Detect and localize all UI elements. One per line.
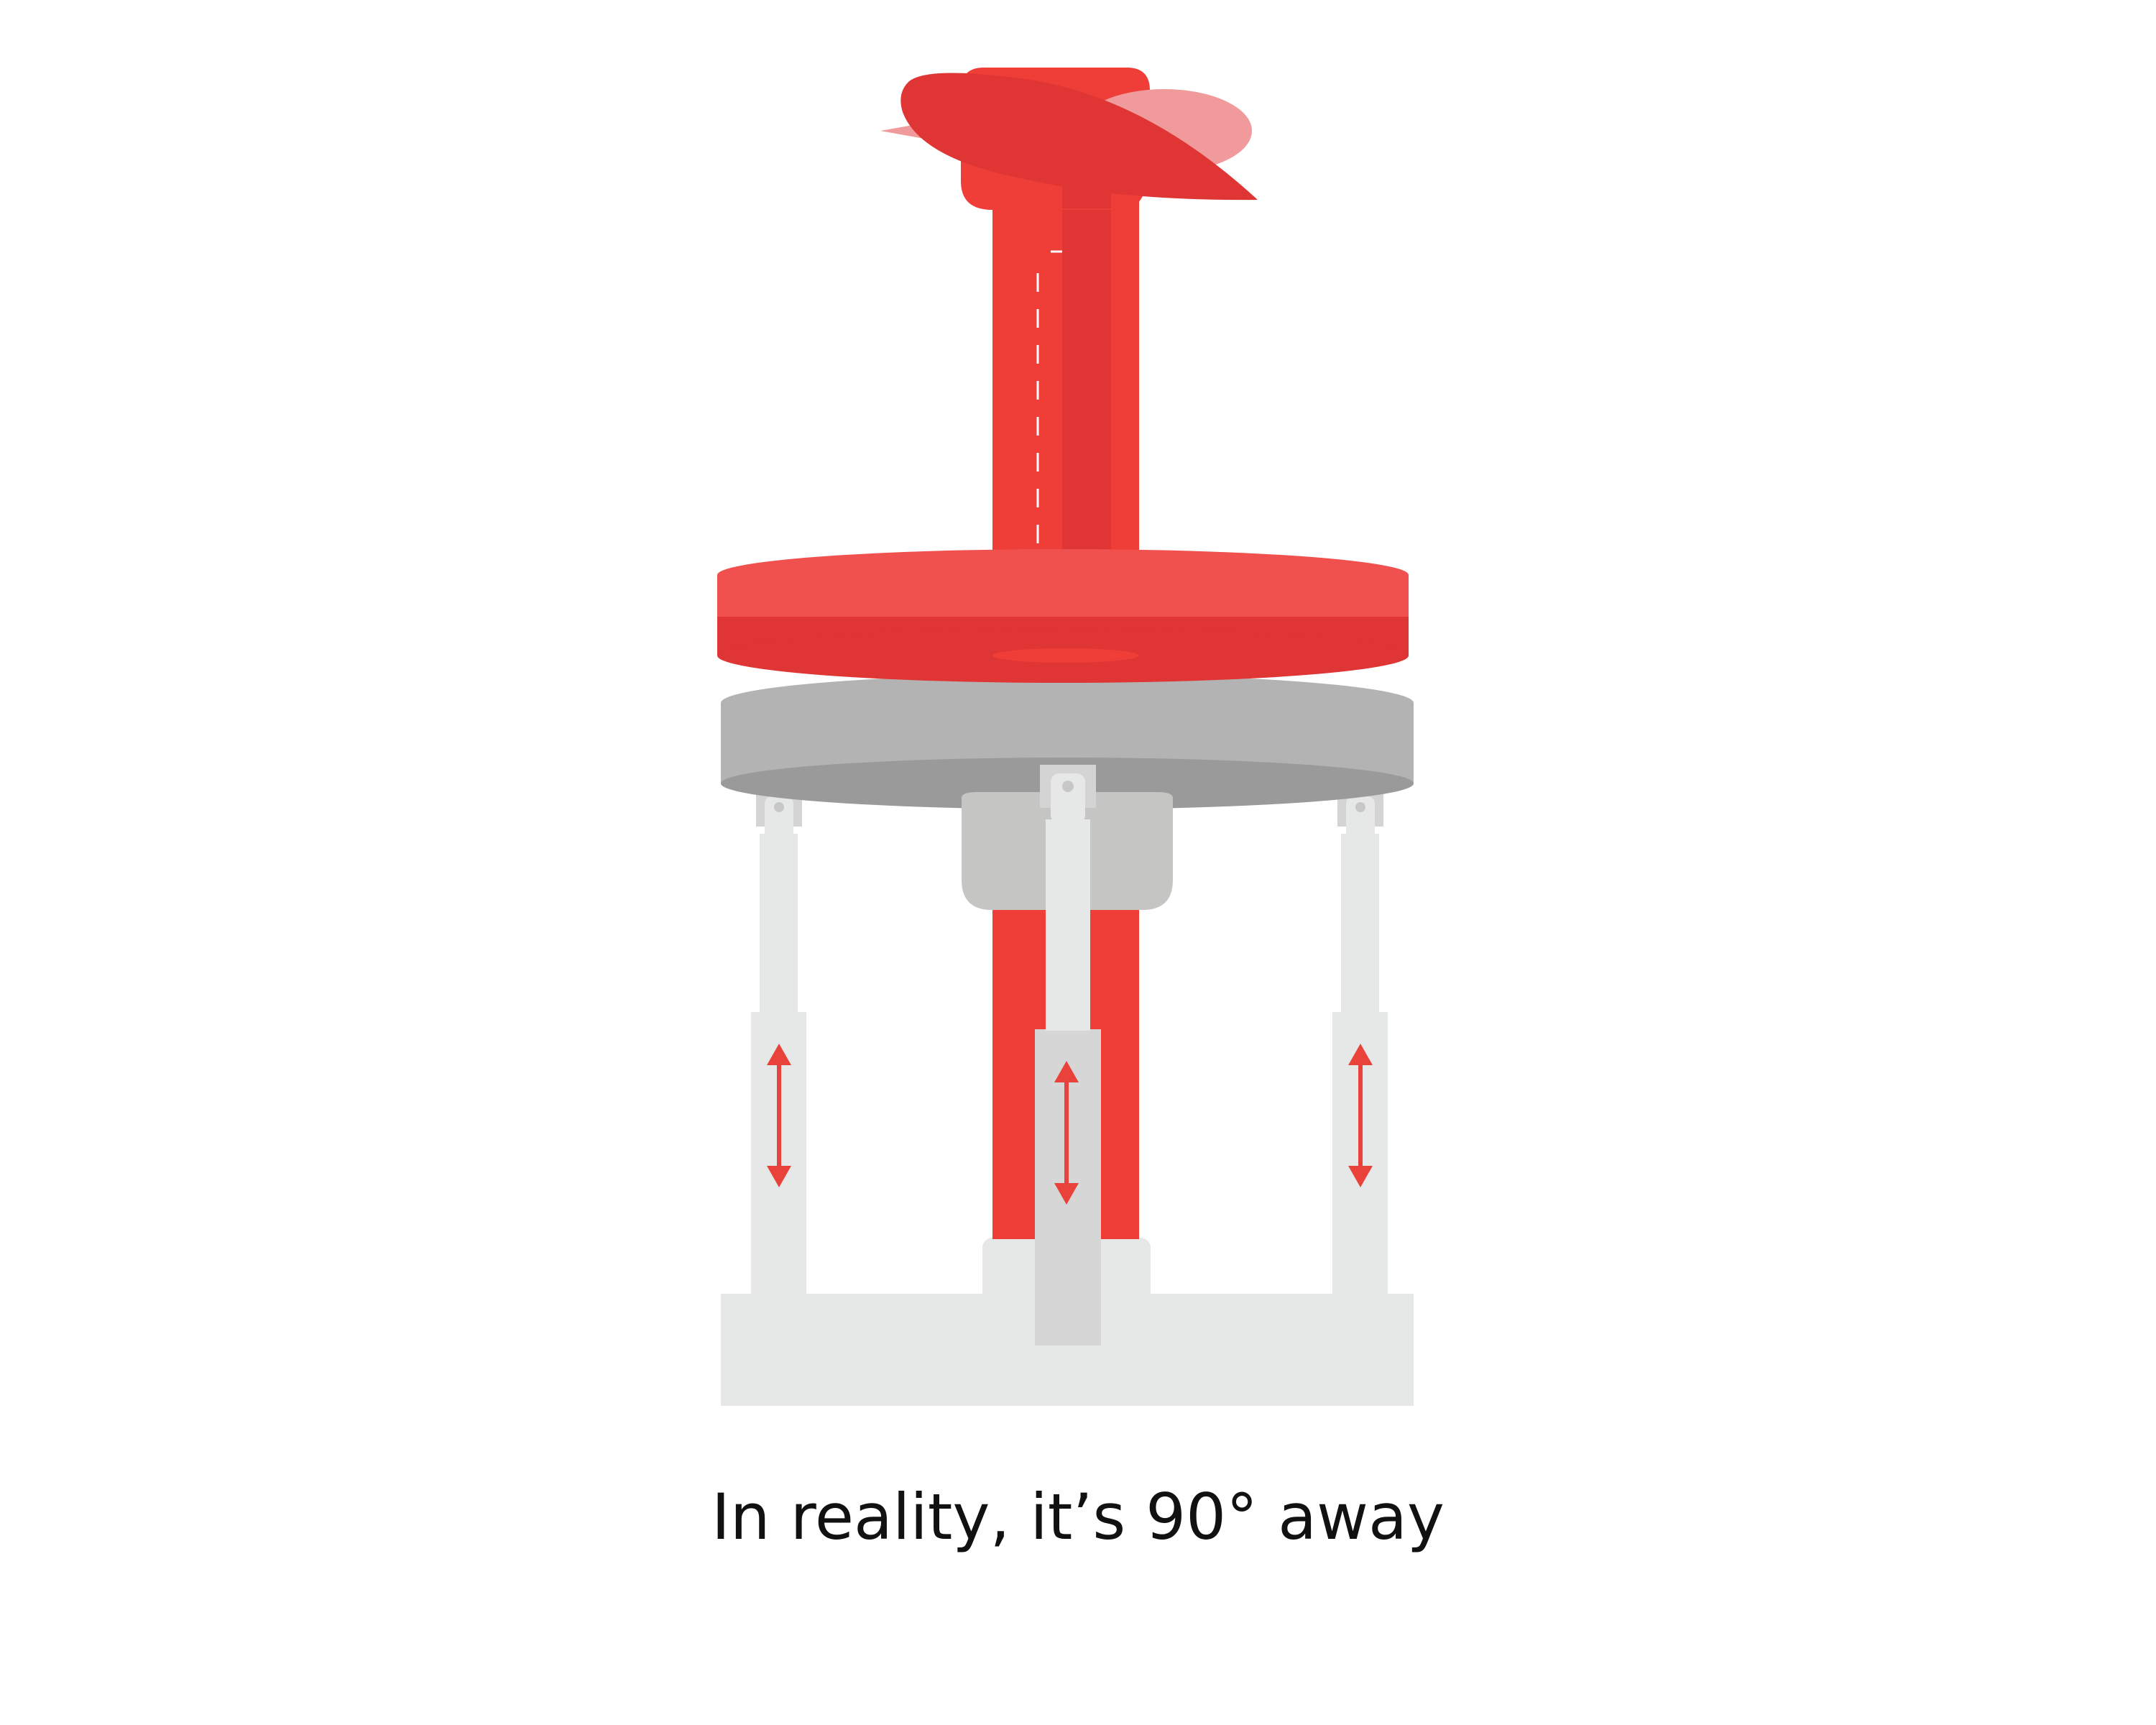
actuator-center xyxy=(1035,765,1101,1346)
caption: In reality, it’s 90° away xyxy=(711,1480,1445,1554)
red-disc xyxy=(717,549,1409,683)
shaft-overlay xyxy=(1062,180,1111,562)
propeller-head xyxy=(880,68,1258,210)
actuator-right xyxy=(1332,789,1388,1295)
actuator-left xyxy=(751,789,806,1295)
propeller-icon xyxy=(880,73,1258,201)
